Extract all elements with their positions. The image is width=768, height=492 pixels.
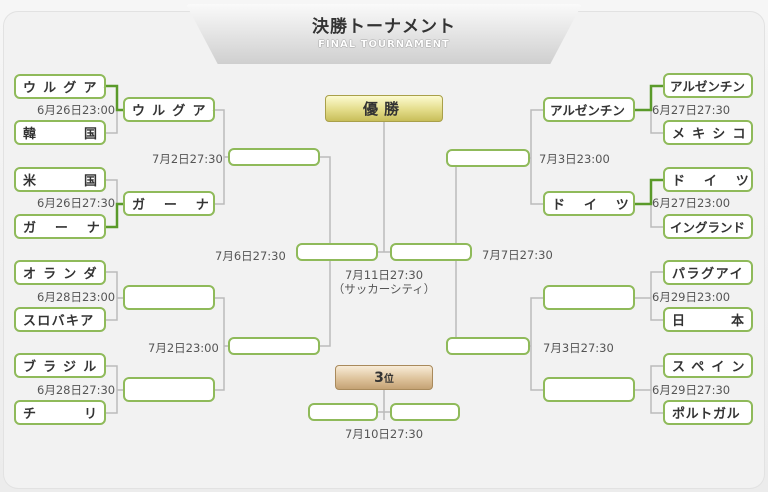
match-date: 6月28日23:00: [37, 290, 116, 304]
line-l-qf-2: [214, 297, 225, 391]
qf-slot-ghana[interactable]: ガーナ: [123, 191, 215, 216]
team-japan[interactable]: 日本: [663, 307, 753, 332]
match-date: 7月2日27:30: [152, 152, 223, 166]
page-subtitle: FINAL TOURNAMENT: [318, 39, 450, 50]
sf-slot-right-bottom[interactable]: [446, 337, 530, 355]
qf-slot-uruguay[interactable]: ウルグアイ: [123, 97, 215, 122]
team-label: オランダ: [23, 267, 104, 282]
team-argentina[interactable]: アルゼンチン: [663, 73, 753, 98]
qf-slot-empty[interactable]: [543, 285, 635, 310]
team-label: ガーナ: [23, 221, 100, 236]
match-date: 6月26日27:30: [37, 196, 116, 210]
team-label: ガーナ: [132, 198, 209, 213]
match-date: 7月6日27:30: [215, 249, 286, 263]
team-portugal[interactable]: ポルトガル: [663, 400, 753, 425]
header-tab: 決勝トーナメント FINAL TOURNAMENT: [186, 4, 582, 64]
team-netherlands[interactable]: オランダ: [14, 260, 106, 285]
final-venue: （サッカーシティ）: [332, 282, 436, 296]
qf-slot-germany[interactable]: ドイツ: [543, 191, 635, 216]
champion-text: 優勝: [362, 100, 405, 118]
third-slot-right[interactable]: [390, 403, 460, 421]
team-label: メキシコ: [672, 127, 753, 142]
header-background: [186, 4, 582, 64]
team-label: ポルトガル: [672, 407, 741, 422]
team-slovakia[interactable]: スロバキア: [14, 307, 106, 332]
team-label-left: チ: [23, 407, 37, 422]
team-ghana[interactable]: ガーナ: [14, 214, 106, 239]
line-r-qf-2: [530, 297, 544, 391]
match-date: 7月3日27:30: [543, 341, 614, 355]
team-england[interactable]: イングランド: [663, 214, 753, 239]
qf-slot-empty[interactable]: [123, 377, 215, 402]
final-slot-left[interactable]: [296, 243, 378, 261]
team-usa[interactable]: 米国: [14, 167, 106, 192]
winner-line-germany: [634, 178, 663, 206]
team-label: ウルグアイ: [132, 104, 213, 119]
team-germany[interactable]: ドイツ: [663, 167, 753, 192]
champion-label: 優勝: [325, 95, 443, 122]
third-place-date: 7月10日27:30: [344, 427, 424, 441]
team-label: ドイツ: [552, 198, 629, 213]
match-date: 6月28日27:30: [37, 383, 116, 397]
third-place-number: 3: [374, 369, 384, 386]
team-label-right: 本: [730, 314, 744, 329]
third-slot-left[interactable]: [308, 403, 378, 421]
final-slot-right[interactable]: [390, 243, 472, 261]
team-label-left: 日: [672, 314, 686, 329]
match-date: 7月2日23:00: [148, 341, 219, 355]
team-mexico[interactable]: メキシコ: [663, 120, 753, 145]
team-brazil[interactable]: ブラジル: [14, 353, 106, 378]
team-label: アルゼンチン: [670, 79, 745, 94]
match-date: 6月29日23:00: [652, 290, 731, 304]
match-date: 7月3日23:00: [539, 152, 610, 166]
team-uruguay[interactable]: ウルグアイ: [14, 74, 106, 99]
team-label: ドイツ: [672, 174, 749, 189]
page-title: 決勝トーナメント: [312, 17, 456, 37]
sf-slot-left-bottom[interactable]: [228, 337, 320, 355]
third-place-suffix: 位: [383, 374, 394, 385]
winner-line-ghana: [105, 202, 124, 229]
qf-slot-empty[interactable]: [123, 285, 215, 310]
line-r-r16-3: [650, 271, 663, 321]
team-label: ブラジル: [23, 360, 104, 375]
team-label: スロバキア: [23, 314, 95, 329]
team-label: パラグアイ: [672, 267, 745, 282]
qf-slot-argentina[interactable]: アルゼンチン: [543, 97, 635, 122]
team-label: ウルグアイ: [23, 81, 104, 96]
qf-slot-empty[interactable]: [543, 377, 635, 402]
final-date: 7月11日27:30: [344, 268, 424, 282]
team-label-right: 国: [83, 127, 97, 142]
sf-slot-right-top[interactable]: [446, 149, 530, 167]
sf-slot-left-top[interactable]: [228, 148, 320, 166]
match-date: 6月26日23:00: [37, 103, 116, 117]
match-date: 6月27日23:00: [652, 196, 731, 210]
match-date: 6月29日27:30: [652, 383, 731, 397]
line-l-r16-3: [105, 271, 118, 321]
match-date: 6月27日27:30: [652, 103, 731, 117]
team-label-right: リ: [83, 407, 97, 422]
team-label: スペイン: [672, 360, 752, 375]
team-label-right: 国: [83, 174, 97, 189]
winner-line-uruguay: [105, 84, 124, 112]
team-label-left: 米: [23, 174, 37, 189]
team-label: イングランド: [670, 220, 746, 235]
team-label: アルゼンチン: [550, 103, 625, 118]
team-korea[interactable]: 韓国: [14, 120, 106, 145]
winner-line-argentina: [634, 84, 663, 112]
line-r-qf-1: [530, 109, 544, 205]
team-chile[interactable]: チリ: [14, 400, 106, 425]
team-label-left: 韓: [23, 127, 37, 142]
team-paraguay[interactable]: パラグアイ: [663, 260, 753, 285]
team-spain[interactable]: スペイン: [663, 353, 753, 378]
match-date: 7月7日27:30: [482, 248, 553, 262]
